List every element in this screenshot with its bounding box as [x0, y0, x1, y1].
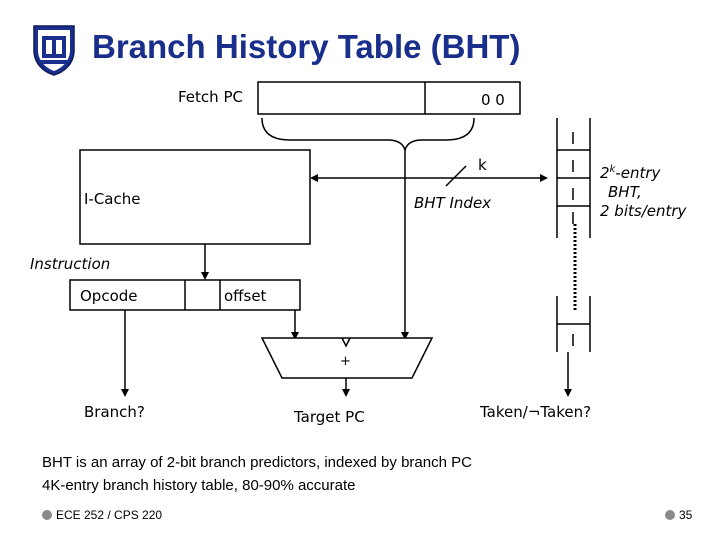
- instruction-register: [69, 279, 301, 311]
- k-label: k: [478, 156, 487, 174]
- pc-bits-brace: [261, 117, 475, 153]
- fetch-pc-register: [257, 81, 521, 115]
- footer-text: ECE 252 / CPS 220: [56, 508, 163, 522]
- page-number: 35: [665, 508, 692, 522]
- footer-bullet-icon: [42, 510, 52, 520]
- bht-array: [556, 118, 591, 352]
- target-pc-label: Target PC: [294, 408, 365, 426]
- adder-shape: [260, 337, 434, 379]
- icache-label: I-Cache: [84, 190, 141, 208]
- page-bullet-icon: [665, 510, 675, 520]
- icache-box: [79, 149, 311, 245]
- body-line-1: BHT is an array of 2-bit branch predicto…: [42, 454, 472, 471]
- bht-description: 2k-entry BHT, 2 bits/entry: [600, 164, 687, 220]
- fetch-pc-label: Fetch PC: [178, 88, 243, 106]
- taken-label: Taken/¬Taken?: [480, 403, 592, 421]
- footer: ECE 252 / CPS 220: [42, 508, 162, 522]
- university-shield-logo: [33, 25, 75, 76]
- branch-label: Branch?: [84, 403, 145, 421]
- opcode-label: Opcode: [80, 287, 138, 305]
- adder-label: +: [340, 354, 351, 369]
- body-line-2: 4K-entry branch history table, 80-90% ac…: [42, 477, 356, 494]
- pc-low-bits-label: 0 0: [481, 91, 505, 109]
- offset-label: offset: [224, 287, 267, 305]
- k-bits-slash: [445, 165, 467, 187]
- instruction-label: Instruction: [30, 255, 111, 273]
- slide-title: Branch History Table (BHT): [92, 28, 521, 65]
- bht-index-label: BHT Index: [414, 194, 492, 212]
